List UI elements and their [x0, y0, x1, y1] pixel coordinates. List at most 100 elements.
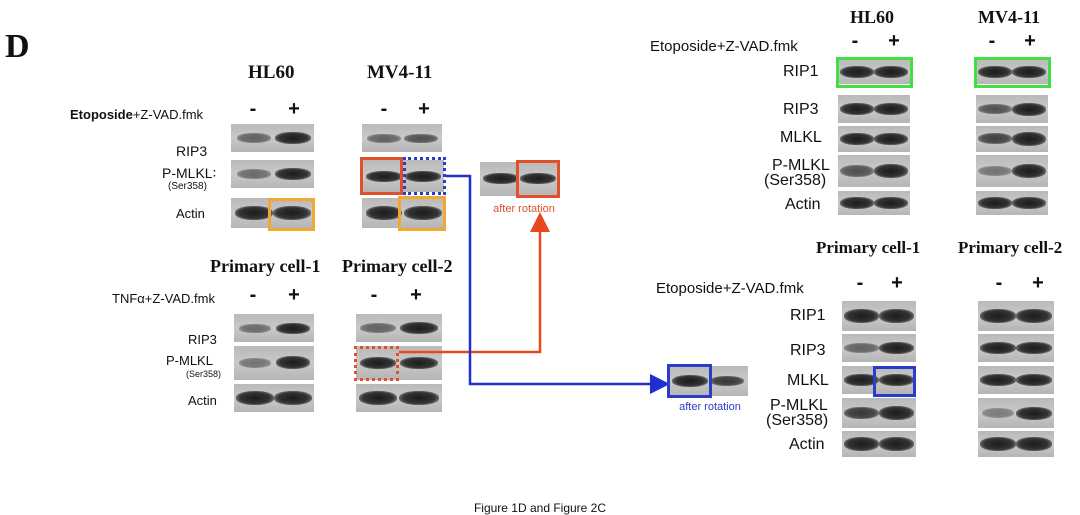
row-label-pmlkl: P-MLKL: [166, 353, 213, 368]
blot-band: [874, 66, 908, 78]
blot-band: [874, 164, 908, 178]
blot-band: [360, 323, 396, 333]
highlight-box-green: [836, 57, 913, 88]
highlight-box-red: [360, 157, 403, 195]
blot-band: [879, 309, 914, 323]
blot-band: [840, 103, 874, 115]
blot-band: [1016, 374, 1052, 386]
col-label-primary-cell-2-right: Primary cell-2: [958, 238, 1063, 257]
sign-plus: +: [891, 272, 903, 294]
blot-band: [982, 408, 1014, 418]
row-label-mlkl: MLKL: [780, 129, 822, 146]
blot-band: [844, 309, 879, 323]
blot-strip: [978, 398, 1054, 428]
blot-band: [844, 343, 879, 353]
blot-strip: [978, 334, 1054, 362]
blot-band: [980, 437, 1016, 451]
blot-strip: [668, 366, 748, 396]
highlight-box-red-dotted: [354, 346, 399, 381]
blot-strip: [838, 95, 910, 123]
blot-band: [879, 374, 914, 386]
blot-strip: [362, 198, 444, 228]
blot-band: [844, 437, 879, 451]
highlight-box-orange: [268, 198, 315, 231]
blot-strip: [976, 60, 1048, 84]
blot-band: [237, 169, 271, 179]
blot-band: [367, 134, 401, 143]
blot-strip: [838, 126, 910, 152]
blot-band: [1012, 132, 1046, 146]
blot-strip: [976, 155, 1048, 187]
blot-band: [1012, 66, 1046, 78]
sign-minus: -: [988, 30, 996, 52]
blot-strip: [842, 334, 916, 362]
row-label-mlkl: MLKL: [787, 372, 829, 389]
sign-minus: -: [249, 98, 257, 120]
row-label-rip3: RIP3: [176, 143, 208, 159]
sign-minus: -: [249, 284, 257, 306]
blot-band: [399, 391, 439, 405]
blot-band: [1012, 164, 1046, 178]
blot-band: [400, 357, 438, 369]
sign-plus: +: [418, 98, 430, 120]
blot-band: [1016, 407, 1052, 420]
blot-band: [1012, 197, 1046, 209]
blot-band: [1016, 309, 1052, 323]
sign-minus: -: [380, 98, 388, 120]
blot-band: [239, 358, 271, 368]
blot-band: [520, 173, 556, 184]
blot-strip: [842, 431, 916, 457]
blot-band: [1016, 437, 1052, 451]
highlight-box-orange: [398, 196, 446, 231]
blot-band: [276, 356, 310, 369]
row-label-ser358: (Ser358): [766, 412, 829, 429]
figure-caption: Figure 1D and Figure 2C: [473, 501, 607, 515]
row-label-rip3: RIP3: [188, 332, 217, 347]
blot-strip: [838, 155, 910, 187]
blot-band: [400, 322, 438, 334]
blot-band: [978, 133, 1012, 144]
blot-strip: [978, 431, 1054, 457]
blot-band: [844, 374, 879, 386]
sign-minus: -: [995, 272, 1003, 294]
blot-band: [978, 66, 1012, 78]
blot-band: [1012, 103, 1046, 116]
blot-band: [874, 197, 908, 209]
blot-band: [275, 132, 311, 144]
blot-band: [275, 168, 311, 180]
sign-plus: +: [1024, 30, 1036, 52]
treatment-label-right-top: Etoposide+Z-VAD.fmk: [650, 38, 798, 55]
sign-minus: -: [851, 30, 859, 52]
row-label-rip1: RIP1: [790, 307, 826, 324]
treatment-bold: Etoposide: [70, 107, 133, 122]
col-label-mv411-right: MV4-11: [978, 7, 1040, 27]
col-label-mv411-left: MV4-11: [367, 62, 433, 83]
row-label-ser358: (Ser358): [186, 369, 222, 379]
blot-strip: [234, 314, 314, 342]
blot-band: [366, 171, 402, 182]
blot-band: [237, 133, 271, 143]
sign-plus: +: [288, 98, 300, 120]
blot-band: [840, 165, 874, 177]
blot-strip: [362, 124, 442, 152]
blot-band: [840, 197, 874, 209]
row-label-rip3: RIP3: [783, 101, 819, 118]
treatment-rest: +Z-VAD.fmk: [132, 107, 204, 122]
sign-plus: +: [888, 30, 900, 52]
blot-band: [1016, 342, 1052, 354]
blot-band: [840, 133, 874, 145]
blot-strip: [838, 191, 910, 215]
row-label-pmlkl: P-MLKL: [770, 397, 828, 414]
blot-band: [276, 323, 310, 334]
treatment-label-tnf: TNFα+Z-VAD.fmk: [112, 291, 215, 306]
highlight-box-red: [516, 160, 560, 198]
row-label-ser358: (Ser358): [168, 181, 207, 192]
treatment-label-left: Etoposide+Z-VAD.fmk: [70, 107, 203, 122]
blot-strip: [356, 314, 442, 342]
blot-band: [483, 173, 519, 184]
row-label-actin: Actin: [785, 196, 821, 213]
blot-strip: [842, 301, 916, 331]
sign-minus: -: [370, 284, 378, 306]
blot-strip: [976, 126, 1048, 152]
